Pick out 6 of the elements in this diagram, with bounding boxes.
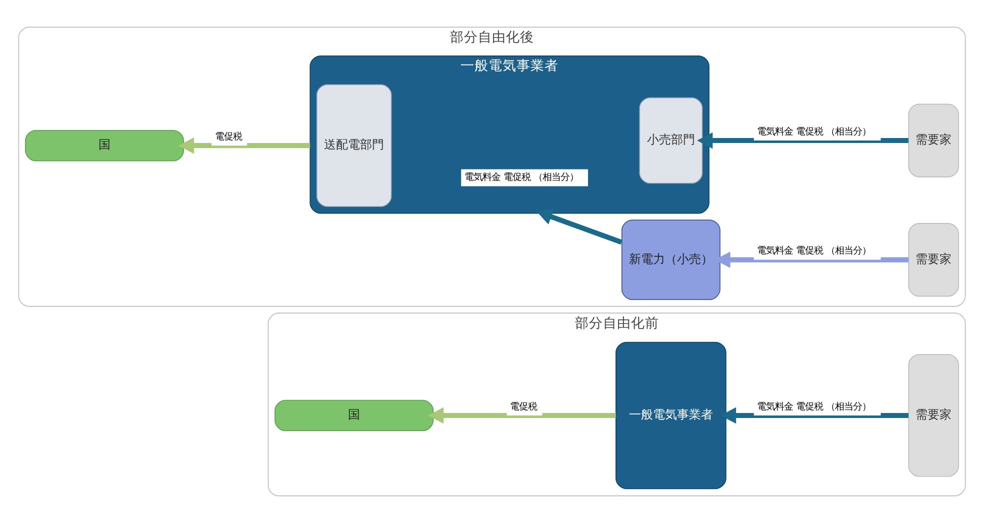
edge-label: 電気料金 電促税 （相当分） <box>464 172 578 184</box>
edge-label: 電促税 <box>214 132 242 143</box>
edge-label: 電気料金 電促税 （相当分） <box>757 126 872 138</box>
edge-label: 電促税 <box>510 401 538 412</box>
edge-label: 電気料金 電促税 （相当分） <box>757 401 872 412</box>
edge-label: 電気料金 電促税 （相当分） <box>757 246 872 257</box>
